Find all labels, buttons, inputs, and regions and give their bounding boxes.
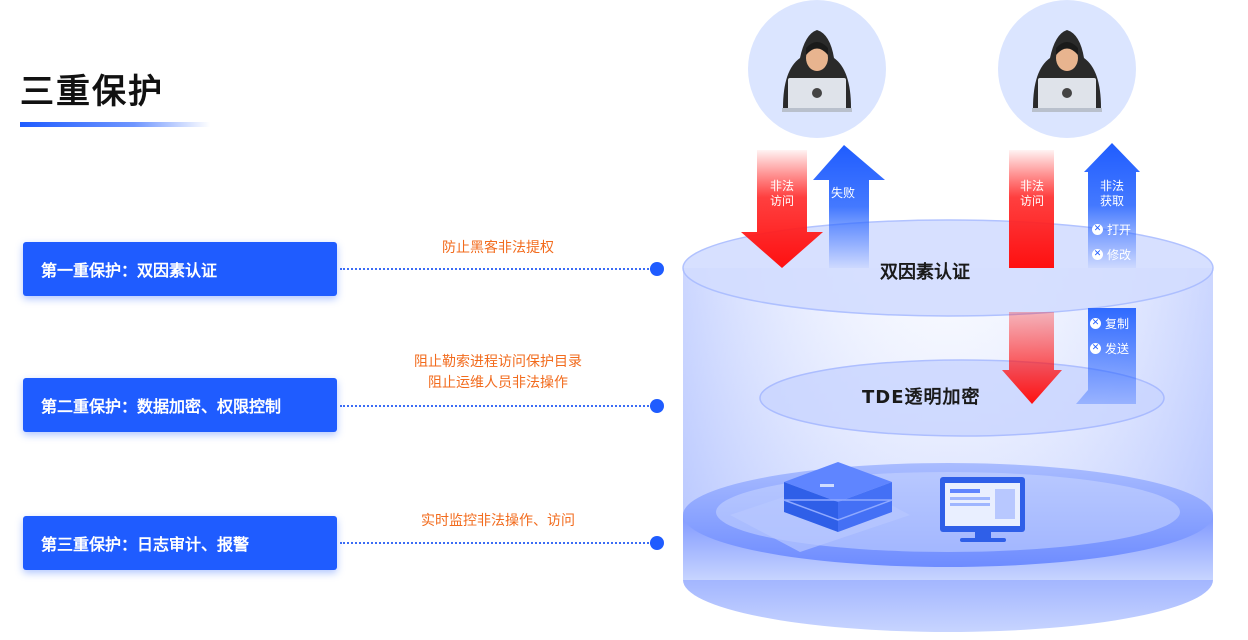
page-title: 三重保护 bbox=[20, 72, 164, 112]
failed-arrow-label: 失败 bbox=[826, 186, 860, 201]
connector-line-1 bbox=[340, 268, 652, 270]
blocked-send-label: 发送 bbox=[1105, 342, 1130, 356]
hacker-avatar-right bbox=[998, 0, 1136, 138]
connector-line-3 bbox=[340, 542, 652, 544]
illegal-fetch-arrow bbox=[1084, 143, 1140, 268]
server-icon bbox=[730, 462, 910, 552]
connector-dot-1 bbox=[650, 262, 664, 276]
blocked-open: ✕ 打开 bbox=[1092, 221, 1131, 238]
right-down-arrow-label: 非法 访问 bbox=[1015, 179, 1049, 209]
connector-dot-2 bbox=[650, 399, 664, 413]
blocked-copy-icon: ✕ bbox=[1090, 318, 1101, 329]
failed-arrow bbox=[813, 145, 885, 268]
blocked-open-label: 打开 bbox=[1107, 223, 1132, 237]
note-3: 实时监控非法操作、访问 bbox=[348, 511, 648, 532]
note-1: 防止黑客非法提权 bbox=[348, 238, 648, 259]
protection-box-1: 第一重保护：双因素认证 bbox=[23, 242, 337, 296]
blocked-send: ✕ 发送 bbox=[1090, 340, 1129, 357]
protection-box-3-label: 第三重保护：日志审计、报警 bbox=[41, 535, 250, 554]
fetch-arrow-label-line-2: 获取 bbox=[1099, 194, 1124, 208]
blocked-modify-label: 修改 bbox=[1107, 248, 1132, 262]
illegal-fetch-arrow-lower bbox=[1076, 308, 1136, 404]
blocked-copy: ✕ 复制 bbox=[1090, 315, 1129, 332]
blocked-modify-icon: ✕ bbox=[1092, 249, 1103, 260]
note-3-line-1: 实时监控非法操作、访问 bbox=[421, 513, 575, 529]
connector-dot-3 bbox=[650, 536, 664, 550]
protection-box-1-label: 第一重保护：双因素认证 bbox=[41, 261, 218, 280]
protection-box-3: 第三重保护：日志审计、报警 bbox=[23, 516, 337, 570]
blocked-send-icon: ✕ bbox=[1090, 343, 1101, 354]
note-1-line-1: 防止黑客非法提权 bbox=[442, 240, 554, 256]
blocked-open-icon: ✕ bbox=[1092, 224, 1103, 235]
right-down-arrow-label-line-1: 非法 bbox=[1019, 179, 1044, 193]
left-down-arrow-label-line-2: 访问 bbox=[769, 194, 794, 208]
note-2-line-1: 阻止勒索进程访问保护目录 bbox=[414, 354, 582, 370]
connector-line-2 bbox=[340, 405, 652, 407]
left-down-arrow-label-line-1: 非法 bbox=[769, 179, 794, 193]
illegal-access-arrow-left bbox=[741, 150, 823, 268]
illegal-access-arrow-right bbox=[1009, 150, 1054, 268]
fetch-arrow-label-line-1: 非法 bbox=[1099, 179, 1124, 193]
monitor-icon bbox=[940, 477, 1025, 542]
right-down-arrow-label-line-2: 访问 bbox=[1019, 194, 1044, 208]
protection-box-2: 第二重保护：数据加密、权限控制 bbox=[23, 378, 337, 432]
hacker-avatar-left bbox=[748, 0, 886, 138]
fetch-arrow-label: 非法 获取 bbox=[1095, 179, 1129, 209]
left-down-arrow-label: 非法 访问 bbox=[765, 179, 799, 209]
blocked-modify: ✕ 修改 bbox=[1092, 246, 1131, 263]
illegal-access-arrow-right-lower bbox=[1002, 312, 1062, 404]
auth-layer-label: 双因素认证 bbox=[880, 262, 970, 283]
note-2: 阻止勒索进程访问保护目录 阻止运维人员非法操作 bbox=[348, 352, 648, 394]
auth-layer-disk bbox=[682, 219, 1214, 317]
blocked-copy-label: 复制 bbox=[1105, 317, 1130, 331]
tde-layer-disk bbox=[759, 359, 1165, 437]
failed-arrow-label-line-1: 失败 bbox=[830, 186, 855, 200]
note-2-line-2: 阻止运维人员非法操作 bbox=[428, 375, 568, 391]
tde-layer-label: TDE透明加密 bbox=[862, 387, 981, 408]
protection-box-2-label: 第二重保护：数据加密、权限控制 bbox=[41, 397, 282, 416]
title-underline bbox=[20, 122, 210, 127]
